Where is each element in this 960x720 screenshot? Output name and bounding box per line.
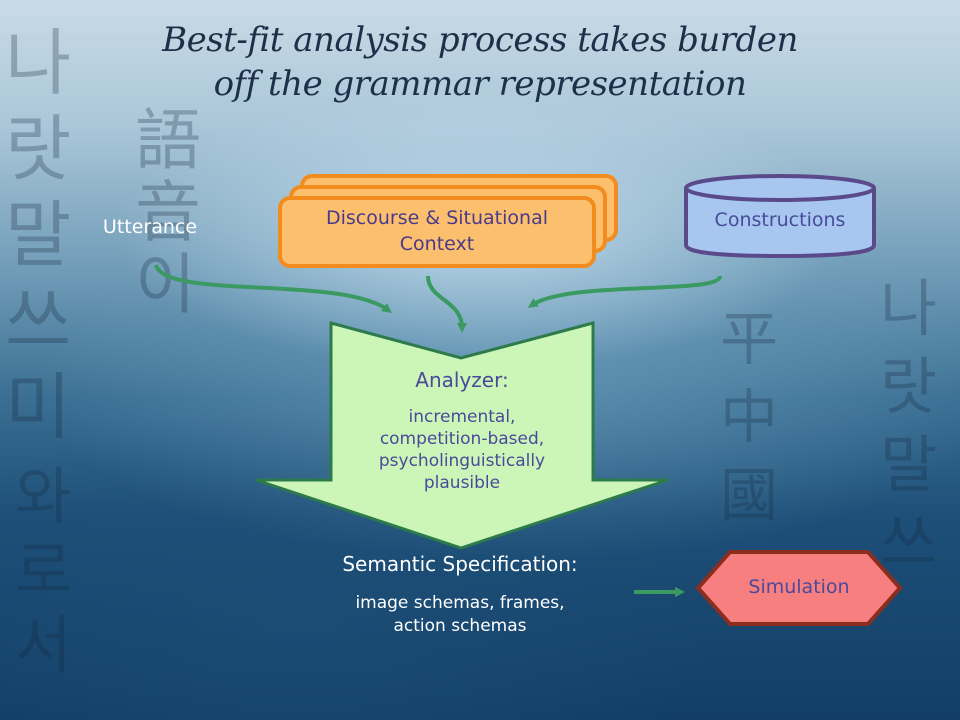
analyzer-title: Analyzer: bbox=[415, 368, 509, 392]
constructions-cylinder-top bbox=[684, 174, 876, 202]
constructions-cylinder-body bbox=[684, 188, 876, 259]
analyzer-desc-line-4: plausible bbox=[423, 473, 501, 493]
simulation-shape bbox=[695, 550, 903, 626]
context-card-front bbox=[278, 196, 596, 268]
analyzer-description: incremental, competition-based, psycholi… bbox=[331, 406, 593, 494]
analyzer-desc-line-1: incremental, bbox=[408, 407, 516, 427]
title-line-2: off the grammar representation bbox=[213, 64, 747, 104]
semspec-desc-line-1: image schemas, frames, bbox=[355, 593, 565, 613]
semspec-title: Semantic Specification: bbox=[342, 552, 578, 576]
semspec-description: image schemas, frames, action schemas bbox=[300, 592, 620, 638]
context-label: Discourse & Situational Context bbox=[280, 205, 594, 257]
slide-title: Best-fit analysis process takes burden o… bbox=[110, 18, 850, 106]
simulation-label: Simulation bbox=[748, 576, 850, 598]
semspec-desc-line-2: action schemas bbox=[393, 616, 527, 636]
title-line-1: Best-fit analysis process takes burden bbox=[162, 20, 798, 60]
context-arrow bbox=[426, 275, 467, 333]
constructions-arrow bbox=[527, 275, 722, 308]
analyzer-desc-line-2: competition-based, bbox=[379, 429, 545, 449]
constructions-label: Constructions bbox=[714, 209, 846, 231]
utterance-arrow bbox=[154, 264, 393, 313]
background-calligraphy-midright: 平中國 bbox=[720, 305, 779, 529]
context-label-line-2: Context bbox=[399, 233, 475, 255]
analyzer-shape bbox=[255, 321, 669, 550]
utterance-label: Utterance bbox=[102, 216, 198, 238]
analyzer-desc-line-3: psycholinguistically bbox=[378, 451, 546, 471]
context-label-line-1: Discourse & Situational bbox=[325, 207, 548, 229]
